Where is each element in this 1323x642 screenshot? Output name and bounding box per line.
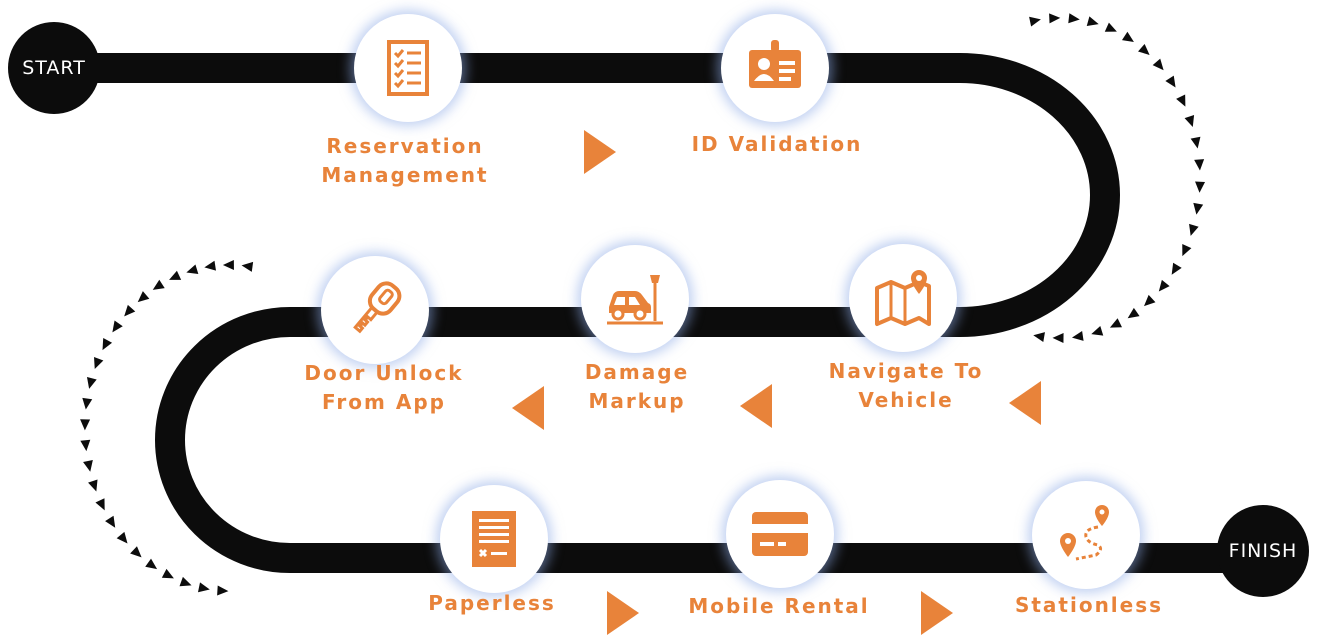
direction-arrow-left-1 (1009, 381, 1041, 425)
dotted-arrow-mark (112, 320, 123, 333)
dotted-arrow-mark (1182, 243, 1192, 257)
dotted-arrow-mark (1184, 114, 1195, 127)
dotted-arrow-mark (105, 515, 116, 528)
step-door-unlock-node (321, 256, 429, 364)
dotted-arrow-loop-left (80, 259, 254, 596)
step-label-stationless: Stationless (1014, 593, 1164, 617)
step-damage-markup-node (581, 245, 689, 353)
dotted-arrow-mark (1091, 326, 1104, 336)
direction-arrow-right-1 (584, 130, 616, 174)
dotted-arrow-mark (124, 304, 136, 317)
road-track (55, 53, 1265, 573)
step-label-id-validation: ID Validation (691, 132, 863, 156)
dotted-arrow-mark (130, 546, 142, 558)
dotted-arrow-mark (1158, 279, 1170, 292)
dotted-arrow-mark (1144, 294, 1156, 307)
direction-arrow-right-3 (921, 591, 953, 635)
dotted-arrow-mark (152, 279, 165, 290)
dotted-arrow-mark (88, 479, 98, 492)
dotted-arrow-mark (186, 264, 199, 275)
direction-arrow-left-2 (740, 384, 772, 428)
dotted-arrow-mark (1068, 13, 1080, 24)
step-reservation-management-node (354, 14, 462, 122)
start-badge: START (8, 22, 100, 114)
dotted-arrow-mark (1109, 318, 1122, 328)
dotted-arrow-mark (161, 568, 174, 579)
dotted-arrow-mark (1176, 94, 1186, 107)
step-label-paperless: Paperless (428, 591, 556, 615)
dotted-arrow-mark (1052, 333, 1064, 344)
dotted-arrow-mark (1121, 31, 1134, 42)
dotted-arrow-mark (145, 558, 158, 570)
dotted-arrow-mark (1195, 181, 1206, 193)
dotted-arrow-mark (241, 261, 254, 272)
start-label: START (22, 57, 86, 79)
dotted-arrow-mark (1029, 16, 1041, 27)
step-navigate-to-vehicle-node (849, 244, 957, 352)
dotted-arrow-mark (80, 439, 91, 452)
dotted-arrow-mark (95, 498, 105, 511)
dotted-arrow-mark (1189, 223, 1199, 236)
dotted-arrow-mark (1190, 136, 1201, 149)
car-crash-icon (607, 275, 663, 325)
dotted-arrow-mark (222, 259, 234, 270)
dotted-arrow-mark (217, 585, 229, 596)
dotted-arrow-mark (82, 397, 93, 410)
dotted-arrow-mark (197, 582, 210, 593)
document-icon (472, 511, 516, 567)
dotted-arrow-mark (1104, 22, 1117, 32)
dotted-arrow-mark (1127, 307, 1140, 319)
dotted-arrow-mark (116, 531, 128, 544)
step-label-mobile-rental: Mobile Rental (688, 594, 870, 618)
dotted-arrow-mark (86, 377, 97, 389)
dotted-arrow-mark (1152, 58, 1164, 71)
dotted-arrow-mark (179, 576, 192, 587)
dotted-arrow-mark (137, 291, 150, 303)
id-card-icon (749, 40, 801, 88)
credit-card-icon (752, 512, 808, 556)
dotted-arrow-mark (102, 338, 113, 351)
dotted-arrow-mark (1165, 75, 1176, 88)
dotted-arrow-mark (1071, 331, 1084, 341)
finish-label: FINISH (1228, 540, 1298, 562)
dotted-arrow-mark (1033, 332, 1045, 342)
dotted-arrow-mark (1193, 202, 1204, 215)
step-paperless-node (440, 485, 548, 593)
direction-arrow-left-3 (512, 386, 544, 430)
dotted-arrow-mark (1138, 43, 1150, 55)
dotted-arrow-mark (1171, 262, 1182, 275)
finish-badge: FINISH (1217, 505, 1309, 597)
checklist-icon (387, 40, 429, 96)
step-stationless-node (1032, 481, 1140, 589)
dotted-arrow-mark (1049, 13, 1061, 24)
step-mobile-rental-node (726, 480, 834, 588)
route-icon (1060, 505, 1109, 561)
direction-arrow-right-2 (607, 591, 639, 635)
key-icon (353, 281, 402, 334)
dotted-arrow-mark (1086, 16, 1099, 26)
dotted-arrow-mark (204, 260, 216, 271)
dotted-arrow-loop-right (1029, 13, 1206, 344)
dotted-arrow-mark (169, 270, 182, 280)
dotted-arrow-mark (83, 459, 93, 472)
dotted-arrow-mark (80, 419, 91, 431)
step-id-validation-node (721, 14, 829, 122)
dotted-arrow-mark (1194, 159, 1205, 171)
map-pin-icon (875, 270, 931, 326)
dotted-arrow-mark (94, 356, 104, 370)
